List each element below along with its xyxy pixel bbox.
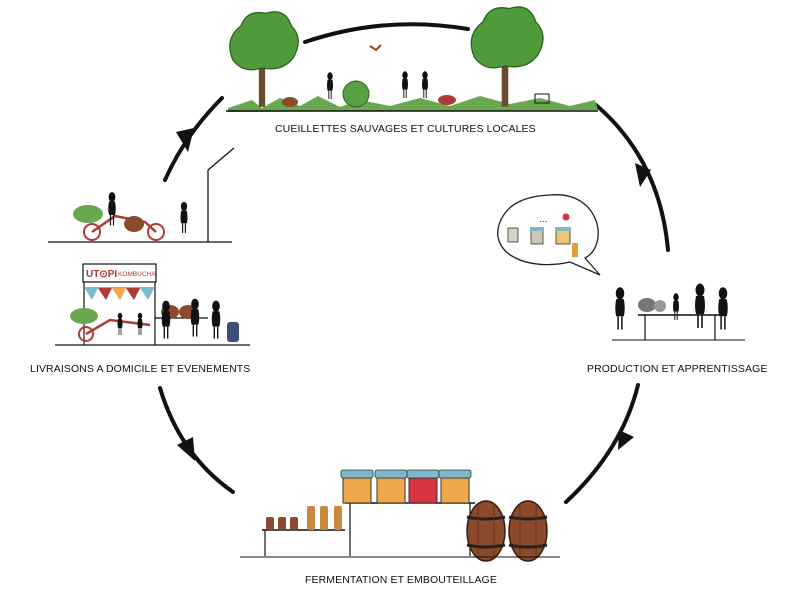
cycle-arrow-icon <box>176 128 194 152</box>
cycle-arrows <box>158 22 670 504</box>
stall-sign <box>82 263 157 283</box>
bottle-icon <box>266 517 274 530</box>
jar-icon <box>555 229 571 245</box>
jar-icon <box>507 227 519 243</box>
person-icon <box>137 312 143 336</box>
person-icon <box>211 299 221 340</box>
flowers-icon <box>70 308 98 324</box>
bottle-icon <box>278 517 286 530</box>
cargo-bike-icon <box>78 326 94 342</box>
fermenter-jar <box>376 477 406 504</box>
cargo-bike-wheel <box>147 223 165 241</box>
bag-icon <box>227 322 239 342</box>
lid-icon <box>555 227 571 231</box>
bush-icon <box>342 80 370 108</box>
cargo-bike-frame <box>85 318 151 336</box>
bottle-icon <box>572 243 578 257</box>
arc-left-upper <box>163 96 224 182</box>
person-icon <box>190 297 200 338</box>
person-icon <box>326 71 334 100</box>
lid-icon <box>340 469 374 479</box>
basket-icon <box>282 97 298 107</box>
flowers-icon <box>73 205 103 223</box>
person-icon <box>717 286 729 331</box>
arc-right-upper <box>594 103 670 252</box>
lid-icon <box>374 469 408 479</box>
bottle-icon <box>334 506 342 530</box>
sign-brand: UT⊙PI <box>86 269 117 280</box>
delivery-scene: UT⊙PI KOMBUCHA <box>48 147 250 346</box>
arrowheads <box>176 128 651 461</box>
wheelbarrow-icon <box>438 95 456 105</box>
person-icon <box>161 299 171 340</box>
house-roof <box>207 147 235 171</box>
jar-icon <box>530 229 544 245</box>
lid-icon <box>406 469 440 479</box>
fermenter-jar <box>408 477 438 504</box>
person-icon <box>694 282 706 329</box>
barrel-icon <box>507 499 549 563</box>
bunting-accent <box>98 288 140 300</box>
arc-top <box>303 22 470 44</box>
bunting-accent <box>112 288 126 300</box>
bird-icon <box>369 44 382 52</box>
lid-icon <box>438 469 472 479</box>
person-icon <box>614 286 626 331</box>
bottle-icon <box>307 506 315 530</box>
lid-icon <box>530 227 544 231</box>
barrel-icon <box>124 216 144 232</box>
cycle-arrow-icon <box>618 430 634 450</box>
fermentation-scene <box>240 469 560 563</box>
stage-label-harvest: CUEILLETTES SAUVAGES ET CULTURES LOCALES <box>275 123 536 135</box>
cycle-arrow-icon <box>177 437 195 461</box>
arc-bottom-left <box>158 386 235 494</box>
bottle-icon <box>290 517 298 530</box>
bubble-ellipsis: ... <box>539 214 547 225</box>
production-scene: ... <box>497 194 745 341</box>
harvest-scene <box>226 6 598 112</box>
stage-label-fermentation: FERMENTATION ET EMBOUTEILLAGE <box>305 574 497 586</box>
tree-icon <box>470 6 544 108</box>
person-icon <box>401 70 409 99</box>
crate-icon <box>534 93 550 104</box>
sign-product: KOMBUCHA <box>118 271 156 278</box>
arc-right-lower <box>564 383 640 504</box>
stage-label-production: PRODUCTION ET APPRENTISSAGE <box>587 363 768 375</box>
person-icon <box>672 292 680 321</box>
tree-icon <box>229 11 299 108</box>
fermenter-jar <box>440 477 470 504</box>
grass-ground <box>228 96 598 112</box>
cargo-bike-icon <box>83 223 101 241</box>
fruit-icon <box>562 213 570 221</box>
person-icon <box>179 201 189 234</box>
person-icon <box>117 312 123 336</box>
cycle-arrow-icon <box>635 163 651 187</box>
bottle-icon <box>320 506 328 530</box>
bowl-icon <box>654 300 666 312</box>
stage-label-delivery: LIVRAISONS A DOMICILE ET EVENEMENTS <box>30 363 251 375</box>
barrel-icon <box>465 499 507 563</box>
fermenter-jar <box>342 477 372 504</box>
bowl-icon <box>638 298 656 312</box>
person-icon <box>421 70 429 99</box>
